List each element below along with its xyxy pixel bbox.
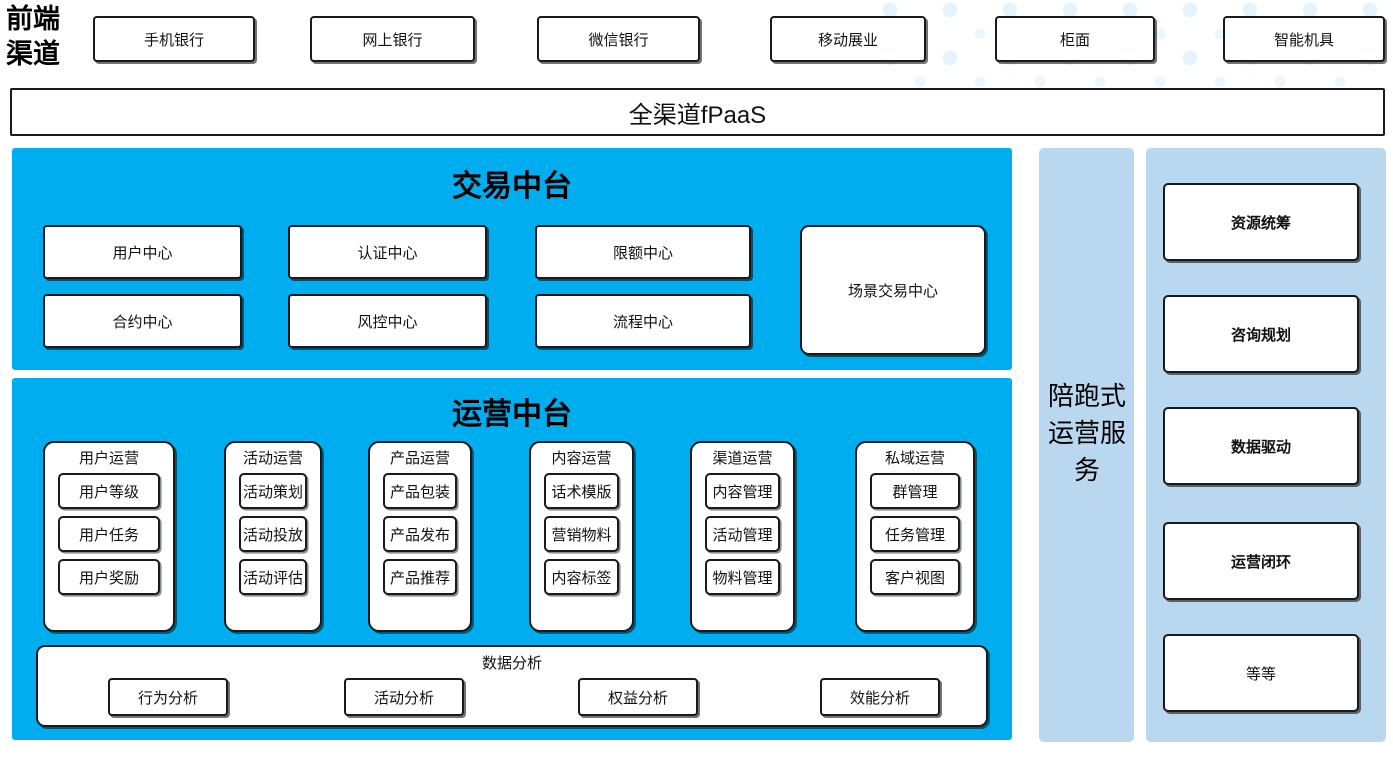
channel-box-online-bank[interactable]: 网上银行 <box>310 16 475 62</box>
trade-center-title: 交易中台 <box>452 170 572 203</box>
trade-box-auth-center[interactable]: 认证中心 <box>288 225 487 279</box>
ops-item-task-management[interactable]: 任务管理 <box>870 516 960 552</box>
trade-box-risk-center[interactable]: 风控中心 <box>288 294 487 348</box>
ops-group-title: 渠道运营 <box>712 450 773 467</box>
frontend-channel-label-line2: 渠道 <box>6 39 60 69</box>
ops-group-channel-operations[interactable]: 渠道运营 内容管理 活动管理 物料管理 <box>690 441 795 632</box>
data-analysis-item-efficiency[interactable]: 效能分析 <box>820 678 940 716</box>
ops-item-product-packaging[interactable]: 产品包装 <box>383 473 457 509</box>
ops-item-content-management[interactable]: 内容管理 <box>705 473 780 509</box>
ops-item-product-recommend[interactable]: 产品推荐 <box>383 559 457 595</box>
accompany-service-panel <box>1039 148 1134 742</box>
frontend-channel-label: 前端 渠道 <box>6 2 88 74</box>
data-analysis-item-campaign[interactable]: 活动分析 <box>344 678 464 716</box>
ops-item-script-template[interactable]: 话术模版 <box>544 473 619 509</box>
ops-item-user-reward[interactable]: 用户奖励 <box>58 559 160 595</box>
ops-item-campaign-management[interactable]: 活动管理 <box>705 516 780 552</box>
trade-box-limit-center[interactable]: 限额中心 <box>535 225 751 279</box>
trade-box-scene-transaction-center[interactable]: 场景交易中心 <box>800 225 986 355</box>
ops-item-group-management[interactable]: 群管理 <box>870 473 960 509</box>
channel-box-smart-machine[interactable]: 智能机具 <box>1223 16 1385 62</box>
service-item-operation-closed-loop[interactable]: 运营闭环 <box>1163 522 1359 600</box>
ops-item-customer-view[interactable]: 客户视图 <box>870 559 960 595</box>
ops-group-title: 活动运营 <box>242 450 303 467</box>
service-item-data-driven[interactable]: 数据驱动 <box>1163 407 1359 485</box>
channel-box-wechat-bank[interactable]: 微信银行 <box>537 16 700 62</box>
service-item-etc[interactable]: 等等 <box>1163 634 1359 712</box>
ops-group-title: 内容运营 <box>551 450 612 467</box>
ops-group-private-domain-operations[interactable]: 私域运营 群管理 任务管理 客户视图 <box>855 441 975 632</box>
data-analysis-item-behavior[interactable]: 行为分析 <box>108 678 228 716</box>
ops-item-campaign-planning[interactable]: 活动策划 <box>239 473 307 509</box>
fpaas-bar[interactable]: 全渠道fPaaS <box>10 88 1385 136</box>
data-analysis-title: 数据分析 <box>481 655 542 672</box>
accompany-service-label: 陪跑式运营服务 <box>1047 382 1126 485</box>
data-analysis-card[interactable]: 数据分析 行为分析 活动分析 权益分析 效能分析 <box>36 645 988 727</box>
ops-group-content-operations[interactable]: 内容运营 话术模版 营销物料 内容标签 <box>529 441 634 632</box>
ops-item-user-level[interactable]: 用户等级 <box>58 473 160 509</box>
service-item-consulting-planning[interactable]: 咨询规划 <box>1163 295 1359 373</box>
ops-group-title: 产品运营 <box>389 450 450 467</box>
channel-box-mobile-field[interactable]: 移动展业 <box>770 16 926 62</box>
ops-item-material-management[interactable]: 物料管理 <box>705 559 780 595</box>
ops-group-product-operations[interactable]: 产品运营 产品包装 产品发布 产品推荐 <box>368 441 472 632</box>
ops-group-user-operations[interactable]: 用户运营 用户等级 用户任务 用户奖励 <box>43 441 175 632</box>
ops-item-campaign-delivery[interactable]: 活动投放 <box>239 516 307 552</box>
ops-group-campaign-operations[interactable]: 活动运营 活动策划 活动投放 活动评估 <box>224 441 322 632</box>
trade-box-process-center[interactable]: 流程中心 <box>535 294 751 348</box>
frontend-channel-label-line1: 前端 <box>6 4 60 34</box>
ops-item-campaign-evaluation[interactable]: 活动评估 <box>239 559 307 595</box>
data-analysis-item-benefit[interactable]: 权益分析 <box>578 678 698 716</box>
ops-item-user-task[interactable]: 用户任务 <box>58 516 160 552</box>
trade-box-contract-center[interactable]: 合约中心 <box>43 294 242 348</box>
ops-item-marketing-material[interactable]: 营销物料 <box>544 516 619 552</box>
service-item-resource-coordination[interactable]: 资源统筹 <box>1163 183 1359 261</box>
channel-box-counter[interactable]: 柜面 <box>995 16 1155 62</box>
ops-group-title: 私域运营 <box>884 450 945 467</box>
ops-group-title: 用户运营 <box>78 450 139 467</box>
trade-box-user-center[interactable]: 用户中心 <box>43 225 242 279</box>
ops-item-product-release[interactable]: 产品发布 <box>383 516 457 552</box>
channel-box-mobile-bank[interactable]: 手机银行 <box>93 16 255 62</box>
ops-center-title: 运营中台 <box>452 398 572 431</box>
ops-item-content-tag[interactable]: 内容标签 <box>544 559 619 595</box>
